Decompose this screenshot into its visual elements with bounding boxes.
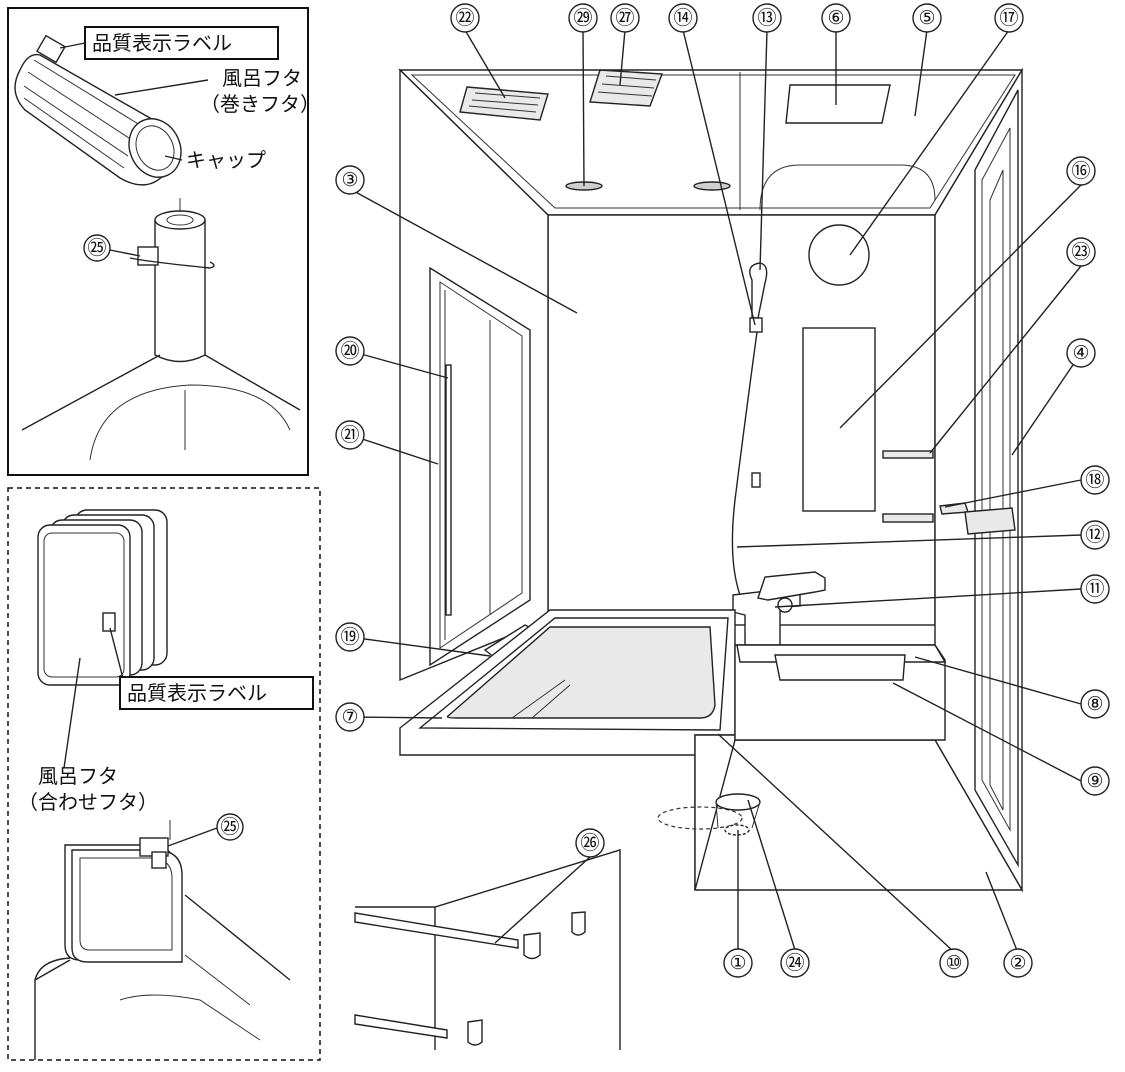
wall-rods-inset xyxy=(354,849,621,1050)
roll-quality-label-text: 品質表示ラベル xyxy=(92,31,232,55)
callout-1: ① xyxy=(729,952,746,974)
shelf-lower xyxy=(882,513,934,523)
mirror xyxy=(802,327,876,512)
callout-5: ⑤ xyxy=(918,7,935,29)
callout-12: ⑫ xyxy=(1085,524,1104,546)
window xyxy=(429,266,531,667)
inset-panel-lid: 品質表示ラベル 風呂フタ （合わせフタ） ㉕ xyxy=(7,487,321,1061)
bathroom-main-illustration xyxy=(354,67,1024,1050)
inset-roll-frame xyxy=(7,7,309,476)
inset-panel-frame xyxy=(7,487,321,1061)
callout-29: ㉙ xyxy=(573,7,592,29)
shelf-upper xyxy=(882,450,934,459)
callout-17: ⑰ xyxy=(999,7,1018,29)
panel-quality-label-text: 品質表示ラベル xyxy=(127,681,267,705)
callout-numbers: ① ② ③ ④ ⑤ ⑥ ⑦ ⑧ ⑨ ⑩ ⑪ ⑫ ⑬ ⑭ ⑯ ⑰ ⑱ ⑲ ⑳ xyxy=(335,3,1110,978)
leader-lines xyxy=(349,29,1082,954)
callout-25-panel: ㉕ xyxy=(220,816,239,838)
rod-hook-3 xyxy=(467,1019,483,1046)
callout-8: ⑧ xyxy=(1086,693,1103,715)
callout-3: ③ xyxy=(341,169,358,191)
callout-14: ⑭ xyxy=(673,7,692,29)
callout-27: ㉗ xyxy=(615,7,634,29)
ventilation-fan xyxy=(459,86,549,121)
towel-rod-upper xyxy=(354,912,519,949)
callout-25-panel-circle xyxy=(216,813,244,841)
callout-23: ㉓ xyxy=(1071,241,1090,263)
shower-holder xyxy=(749,317,763,333)
callout-10: ⑩ xyxy=(945,952,962,974)
door xyxy=(974,89,1019,868)
callout-20: ⑳ xyxy=(340,340,359,362)
callout-7: ⑦ xyxy=(341,706,358,728)
roll-quality-label-box xyxy=(84,26,279,60)
bathtub-basin xyxy=(446,626,716,719)
panel-lid-type: （合わせフタ） xyxy=(18,790,158,814)
panel-lid-illustration xyxy=(37,509,168,686)
round-mirror-light xyxy=(808,224,870,286)
back-wall xyxy=(547,214,936,626)
panel-hung-illustration xyxy=(34,820,291,1060)
rod-hook-1 xyxy=(523,932,541,960)
callout-25-roll: ㉕ xyxy=(87,237,106,259)
shower-head xyxy=(749,262,768,319)
rod-hook-2 xyxy=(571,911,586,936)
callout-2: ② xyxy=(1009,952,1026,974)
callout-9: ⑨ xyxy=(1086,770,1103,792)
hose-clip xyxy=(751,472,761,488)
panel-quality-label-box xyxy=(119,676,314,710)
roll-lid-illustration xyxy=(14,34,182,186)
callout-25-roll-circle xyxy=(83,234,111,262)
callout-6: ⑥ xyxy=(827,7,844,29)
callout-22: ㉒ xyxy=(455,7,474,29)
callout-24: ㉔ xyxy=(785,952,804,974)
callout-4: ④ xyxy=(1072,342,1089,364)
callout-21: ㉑ xyxy=(340,424,359,446)
callout-19: ⑲ xyxy=(340,626,359,648)
callout-26: ㉖ xyxy=(580,832,599,854)
ceiling-light-right xyxy=(693,181,731,191)
callout-11: ⑪ xyxy=(1085,578,1104,600)
callout-16: ⑯ xyxy=(1071,160,1090,182)
callout-13: ⑬ xyxy=(757,7,776,29)
counter-tray xyxy=(774,654,906,681)
roll-cap-label: キャップ xyxy=(186,148,266,172)
inset-roll-lid: 品質表示ラベル 風呂フタ （巻きフタ） キャップ ㉕ xyxy=(7,7,320,476)
drain xyxy=(657,793,761,836)
standing-roll-illustration xyxy=(21,198,301,461)
ceiling-access-hatch xyxy=(785,84,891,124)
towel-rod-lower xyxy=(354,1014,448,1039)
roll-lid-type: （巻きフタ） xyxy=(200,92,320,116)
roll-lid-name: 風呂フタ xyxy=(222,66,302,90)
shower-hose xyxy=(731,331,758,596)
panel-lid-name: 風呂フタ xyxy=(38,764,118,788)
callout-18: ⑱ xyxy=(1085,469,1104,491)
